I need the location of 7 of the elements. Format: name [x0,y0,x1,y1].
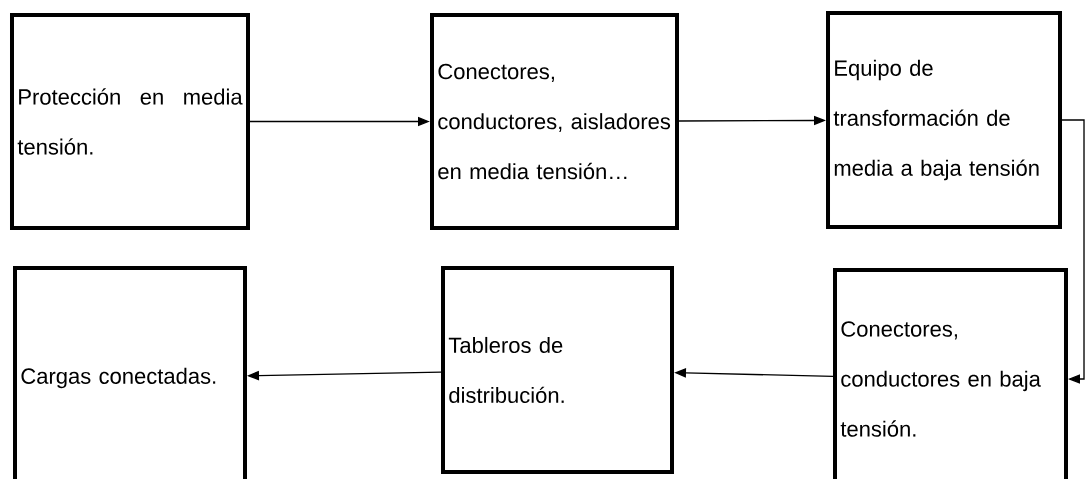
process-box: Tableros de distribución. [441,266,674,474]
process-box: Protección en media tensión. [10,13,250,230]
process-box: Equipo de transformación de media a baja tensión [826,11,1062,229]
process-box: Conectores, conductores, aisladores en media tensión… [430,13,679,230]
process-box: Conectores, conductores en baja tensión. [833,268,1068,479]
process-box: Cargas conectadas. [13,266,247,479]
arrow [1061,119,1085,384]
